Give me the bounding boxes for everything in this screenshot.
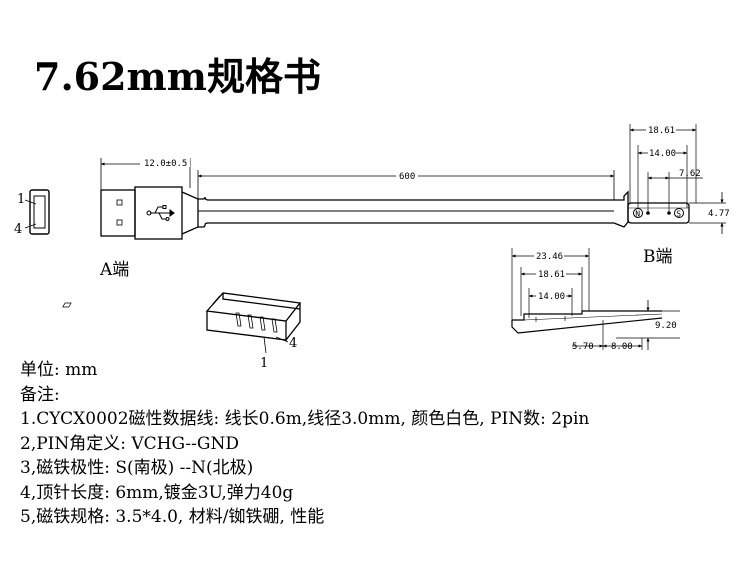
remarks-heading: 备注: bbox=[20, 384, 60, 405]
b-end-pitch-dim: 7.62 bbox=[679, 169, 701, 179]
b-end-label: B端 bbox=[643, 247, 673, 267]
b-end-side-view bbox=[511, 310, 663, 334]
b-end-pin-span-dim: 14.00 bbox=[649, 149, 676, 159]
b-end-side-height-dim: 9.20 bbox=[655, 321, 677, 331]
cable-length-dim: 600 bbox=[399, 172, 415, 182]
b-end-overall-width-dim: 18.61 bbox=[648, 126, 675, 136]
b-end-connector: N S B端 bbox=[613, 190, 690, 267]
b-end-side-a-dim: 5.70 bbox=[572, 342, 594, 352]
usb-a-isometric-view bbox=[62, 292, 302, 354]
plug-length-dim: 12.0±0.5 bbox=[144, 159, 187, 169]
cable bbox=[198, 196, 614, 228]
b-end-bottom-pin-span-dim: 14.00 bbox=[538, 292, 565, 302]
a-end-label: A端 bbox=[99, 260, 129, 280]
iso-pin-1-label: 1 bbox=[260, 356, 268, 371]
cable-dimensions: 12.0±0.5 600 bbox=[100, 157, 615, 200]
b-end-top-dimensions: 18.61 14.00 7.62 4.77 bbox=[629, 124, 730, 234]
b-end-pin-n-label: N bbox=[635, 210, 640, 219]
unit-line: 单位: mm bbox=[20, 360, 98, 380]
a-end-pin-top-label: 1 bbox=[17, 192, 25, 207]
note-item: 3,磁铁极性: S(南极) --N(北极) bbox=[20, 458, 254, 478]
b-end-bottom-overall-dim: 23.46 bbox=[536, 252, 563, 262]
note-item: 4,顶针长度: 6mm,镀金3U,弹力40g bbox=[20, 482, 294, 503]
note-item: 5,磁铁规格: 3.5*4.0, 材料/铷铁硼, 性能 bbox=[20, 507, 325, 527]
spec-notes: 单位: mm 备注: 1.CYCX0002磁性数据线: 线长0.6m,线径3.0… bbox=[20, 358, 589, 530]
a-end-pin-bottom-label: 4 bbox=[14, 222, 22, 237]
spec-title: 7.62mm规格书 bbox=[34, 54, 321, 99]
b-end-bottom-width-dim: 18.61 bbox=[538, 270, 565, 280]
iso-pin-4-label: 4 bbox=[289, 336, 297, 351]
b-end-side-b-dim: 8.00 bbox=[611, 342, 633, 352]
usb-logo-icon bbox=[146, 205, 175, 221]
b-end-pin-s-label: S bbox=[676, 210, 681, 219]
usb-a-end-view: 1 4 bbox=[14, 189, 50, 237]
usb-a-plug: A端 bbox=[99, 186, 199, 280]
note-item: 1.CYCX0002磁性数据线: 线长0.6m,线径3.0mm, 颜色白色, P… bbox=[20, 409, 590, 429]
b-end-side-dimensions: 23.46 18.61 14.00 9.20 5.70 8.00 bbox=[511, 248, 680, 352]
note-item: 2,PIN角定义: VCHG--GND bbox=[20, 433, 239, 454]
b-end-height-dim: 4.77 bbox=[708, 209, 730, 219]
